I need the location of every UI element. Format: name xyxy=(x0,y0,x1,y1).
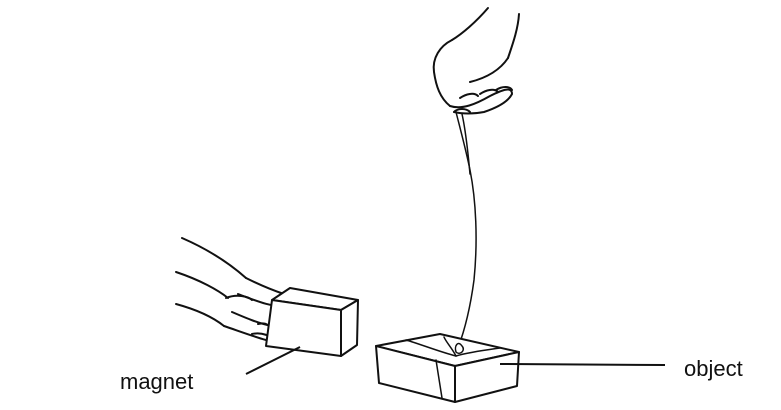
right-hand-illustration xyxy=(434,8,519,114)
string-line xyxy=(456,112,476,348)
object-label: object xyxy=(684,356,743,381)
magnet-label: magnet xyxy=(120,369,193,394)
magnet-block xyxy=(266,288,358,356)
object-leader-line xyxy=(500,364,665,365)
magnet-leader-line xyxy=(246,347,300,374)
object-block xyxy=(376,334,519,402)
